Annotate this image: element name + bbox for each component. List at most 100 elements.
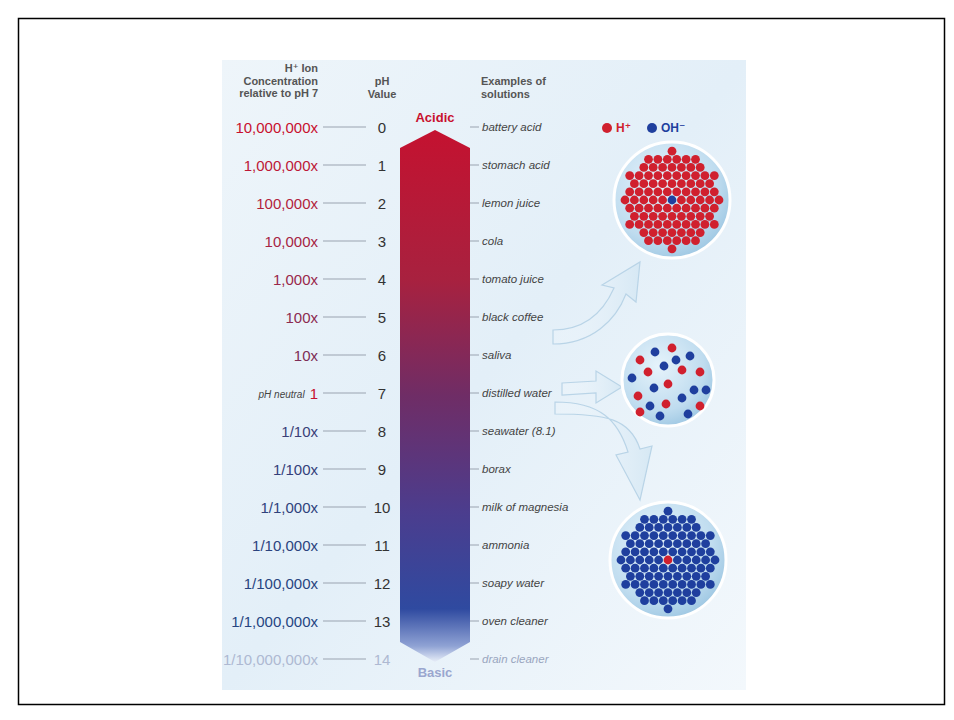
ion-dot [687,564,696,573]
ion-dot [672,220,681,229]
ion-dot [663,204,672,213]
ion-dot [678,596,687,605]
ion-dot [621,564,630,573]
ph-value: 9 [378,461,386,478]
ion-dot [659,580,668,589]
ion-dot [697,580,706,589]
ion-dot [701,187,710,196]
ion-dot [635,220,644,229]
ion-dot [644,204,653,213]
ion-dot [686,352,695,361]
ion-dot [701,220,710,229]
tick-line [323,165,366,166]
ion-dot [682,588,691,597]
pointer-arrow [562,371,622,403]
ion-dot [696,402,705,411]
ion-dot [663,236,672,245]
concentration-value: 1/1,000x [260,499,318,516]
ion-dot [640,596,649,605]
ion-dot [673,572,682,581]
ion-dot [696,179,705,188]
ion-dot [649,163,658,172]
tick-line [323,659,366,660]
ion-dot [697,531,706,540]
concentration-value: 10,000,000x [235,119,318,136]
ion-dot [673,539,682,548]
ion-dot [697,564,706,573]
ion-dot [691,155,700,164]
ion-dot [686,163,695,172]
ion-dot [634,392,643,401]
ion-dot [678,531,687,540]
ion-dot [644,220,653,229]
ion-dot [668,580,677,589]
example-solution: stomach acid [482,159,550,171]
ion-dot [692,588,701,597]
ion-dot [654,155,663,164]
ion-dot [650,547,659,556]
example-solution: oven cleaner [482,615,548,627]
ion-dot [639,196,648,205]
ion-dot [636,356,645,365]
ion-dot [656,412,665,421]
ion-dot [686,179,695,188]
tick-line [470,583,479,584]
ion-dot [668,547,677,556]
ion-dot [658,212,667,221]
ph-value: 4 [378,271,386,288]
ion-dot [659,596,668,605]
ion-dot [705,179,714,188]
bar-arrow [400,130,470,662]
ion-dot [654,523,663,532]
ion-dot [621,580,630,589]
ion-dot [635,523,644,532]
ion-dot [691,204,700,213]
ion-dot [625,204,634,213]
ion-dot [621,547,630,556]
ion-dots [617,147,724,613]
concentration-value: 1,000x [273,271,318,288]
ion-dot [631,531,640,540]
ion-dot [625,171,634,180]
ion-dot [659,531,668,540]
ion-dot [701,204,710,213]
ion-dot [649,228,658,237]
concentration-value: 1/10,000x [252,537,318,554]
ion-dot [682,220,691,229]
ion-dot [696,163,705,172]
ion-dot [654,556,663,565]
ion-dot [682,187,691,196]
tick-line [470,469,479,470]
ion-dot [645,523,654,532]
ion-dot [644,368,653,377]
ion-dot [691,171,700,180]
acid-sphere [614,142,730,258]
example-solution: black coffee [482,311,543,323]
ion-dot [706,564,715,573]
ion-dot [654,572,663,581]
ion-dot [649,196,658,205]
example-solution: drain cleaner [482,653,548,665]
tick-line [470,355,479,356]
example-solution: seawater (8.1) [482,425,556,437]
pointer-arrow [553,262,640,344]
ion-dot [631,547,640,556]
tick-line [323,507,366,508]
ion-dot [664,507,673,516]
ion-dot [650,564,659,573]
ion-dot [710,204,719,213]
ion-dot [686,196,695,205]
ion-dot [668,163,677,172]
ion-dot [692,572,701,581]
ion-dot [668,147,677,156]
tick-line [323,393,366,394]
ion-dot [659,564,668,573]
tick-line [323,469,366,470]
ph-value: 0 [378,119,386,136]
ion-dot [654,187,663,196]
ion-dot [650,596,659,605]
slide-frame [19,19,945,705]
ion-dot [687,547,696,556]
ion-dot [696,196,705,205]
